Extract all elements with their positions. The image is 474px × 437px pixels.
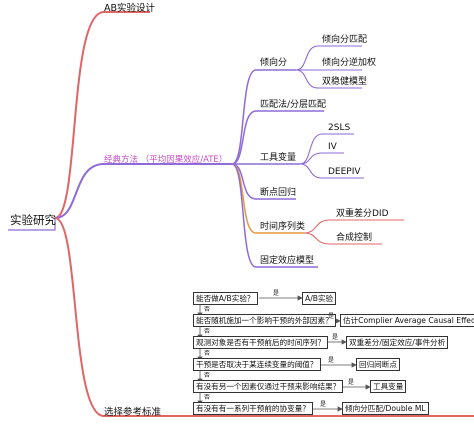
flow-answer-did: 双重差分/固定效应/事件分析 bbox=[346, 336, 449, 349]
flow-yes-label-5: 是 bbox=[348, 379, 355, 386]
flow-no-label-5: 否 bbox=[204, 394, 211, 401]
flow-yes-label-3: 是 bbox=[332, 334, 339, 341]
node-selection-criteria[interactable]: 选择参考标准 bbox=[104, 407, 162, 418]
node-instrument[interactable]: 工具变量 bbox=[260, 153, 297, 163]
link-inst-1 bbox=[299, 133, 354, 165]
flow-yes-label-6: 是 bbox=[320, 401, 327, 408]
node-doubly-robust[interactable]: 双稳健模型 bbox=[322, 77, 368, 87]
flow-no-label-2: 否 bbox=[204, 328, 211, 335]
node-did[interactable]: 双重差分DID bbox=[336, 209, 389, 219]
root-underline bbox=[8, 218, 56, 231]
flow-no-label-1: 否 bbox=[204, 306, 211, 313]
root-node[interactable]: 实验研究 bbox=[10, 213, 56, 227]
node-fixed-effects[interactable]: 固定效应模型 bbox=[260, 256, 315, 266]
link-classic-fixed bbox=[231, 163, 318, 268]
flow-yes-label-2: 是 bbox=[328, 313, 335, 320]
link-classic-propensity bbox=[231, 69, 296, 165]
link-root-selection bbox=[54, 217, 474, 417]
link-prop-1 bbox=[295, 45, 362, 71]
flow-question-instrument: 有没有另一个因素仅通过干预来影响结果？ bbox=[193, 380, 344, 393]
node-propensity[interactable]: 倾向分 bbox=[260, 58, 288, 68]
link-inst-3 bbox=[299, 163, 364, 179]
flow-no-label-4: 否 bbox=[204, 372, 211, 379]
node-matching[interactable]: 匹配法/分层匹配 bbox=[260, 100, 327, 110]
node-synthetic-control[interactable]: 合成控制 bbox=[336, 233, 373, 243]
node-propensity-matching[interactable]: 倾向分匹配 bbox=[322, 35, 368, 45]
flow-question-ab: 能否做A/B实验？ bbox=[193, 292, 258, 305]
node-rdd[interactable]: 断点回归 bbox=[260, 188, 297, 198]
flow-no-label-3: 否 bbox=[204, 350, 211, 357]
node-2sls[interactable]: 2SLS bbox=[328, 123, 351, 133]
flow-yes-label-4: 是 bbox=[328, 357, 335, 364]
node-classic-methods[interactable]: 经典方法 （平均因果效应/ATE） bbox=[104, 155, 228, 165]
link-classic-matching bbox=[231, 110, 324, 165]
link-root-classic bbox=[54, 163, 232, 219]
flow-question-covariates: 有没有有一系列干预前的协变量？ bbox=[193, 402, 313, 415]
flow-question-threshold: 干预是否取决于某连续变量的阈值？ bbox=[193, 358, 321, 371]
flow-yes-label-1: 是 bbox=[273, 290, 280, 297]
flow-answer-iv: 工具变量 bbox=[370, 380, 407, 393]
link-ts-1 bbox=[303, 219, 404, 234]
node-iv[interactable]: IV bbox=[328, 142, 337, 152]
flow-answer-psm-dml: 倾向分匹配/Double ML bbox=[342, 402, 429, 415]
flow-answer-cace: 估计Complier Average Causal Effect bbox=[340, 314, 474, 327]
node-deepiv[interactable]: DEEPIV bbox=[328, 167, 361, 177]
node-propensity-ipw[interactable]: 倾向分逆加权 bbox=[322, 58, 377, 68]
link-ts-2 bbox=[303, 232, 382, 245]
link-classic-rdd bbox=[231, 163, 296, 200]
flow-answer-rdd: 回归间断点 bbox=[356, 358, 400, 371]
flow-question-time-series: 观测对象是否有干预前后的时间序列？ bbox=[193, 336, 329, 349]
node-ab-design[interactable]: AB实验设计 bbox=[104, 3, 156, 14]
link-inst-2 bbox=[299, 152, 344, 165]
flow-yes-arrows bbox=[259, 295, 371, 412]
flow-answer-ab: A/B实验 bbox=[302, 292, 337, 305]
flow-question-random-factor: 能否随机施加一个影响干预的外部因素？ bbox=[193, 314, 336, 327]
node-time-series[interactable]: 时间序列类 bbox=[260, 222, 306, 232]
link-prop-3 bbox=[295, 69, 362, 89]
link-root-ab bbox=[54, 11, 150, 219]
